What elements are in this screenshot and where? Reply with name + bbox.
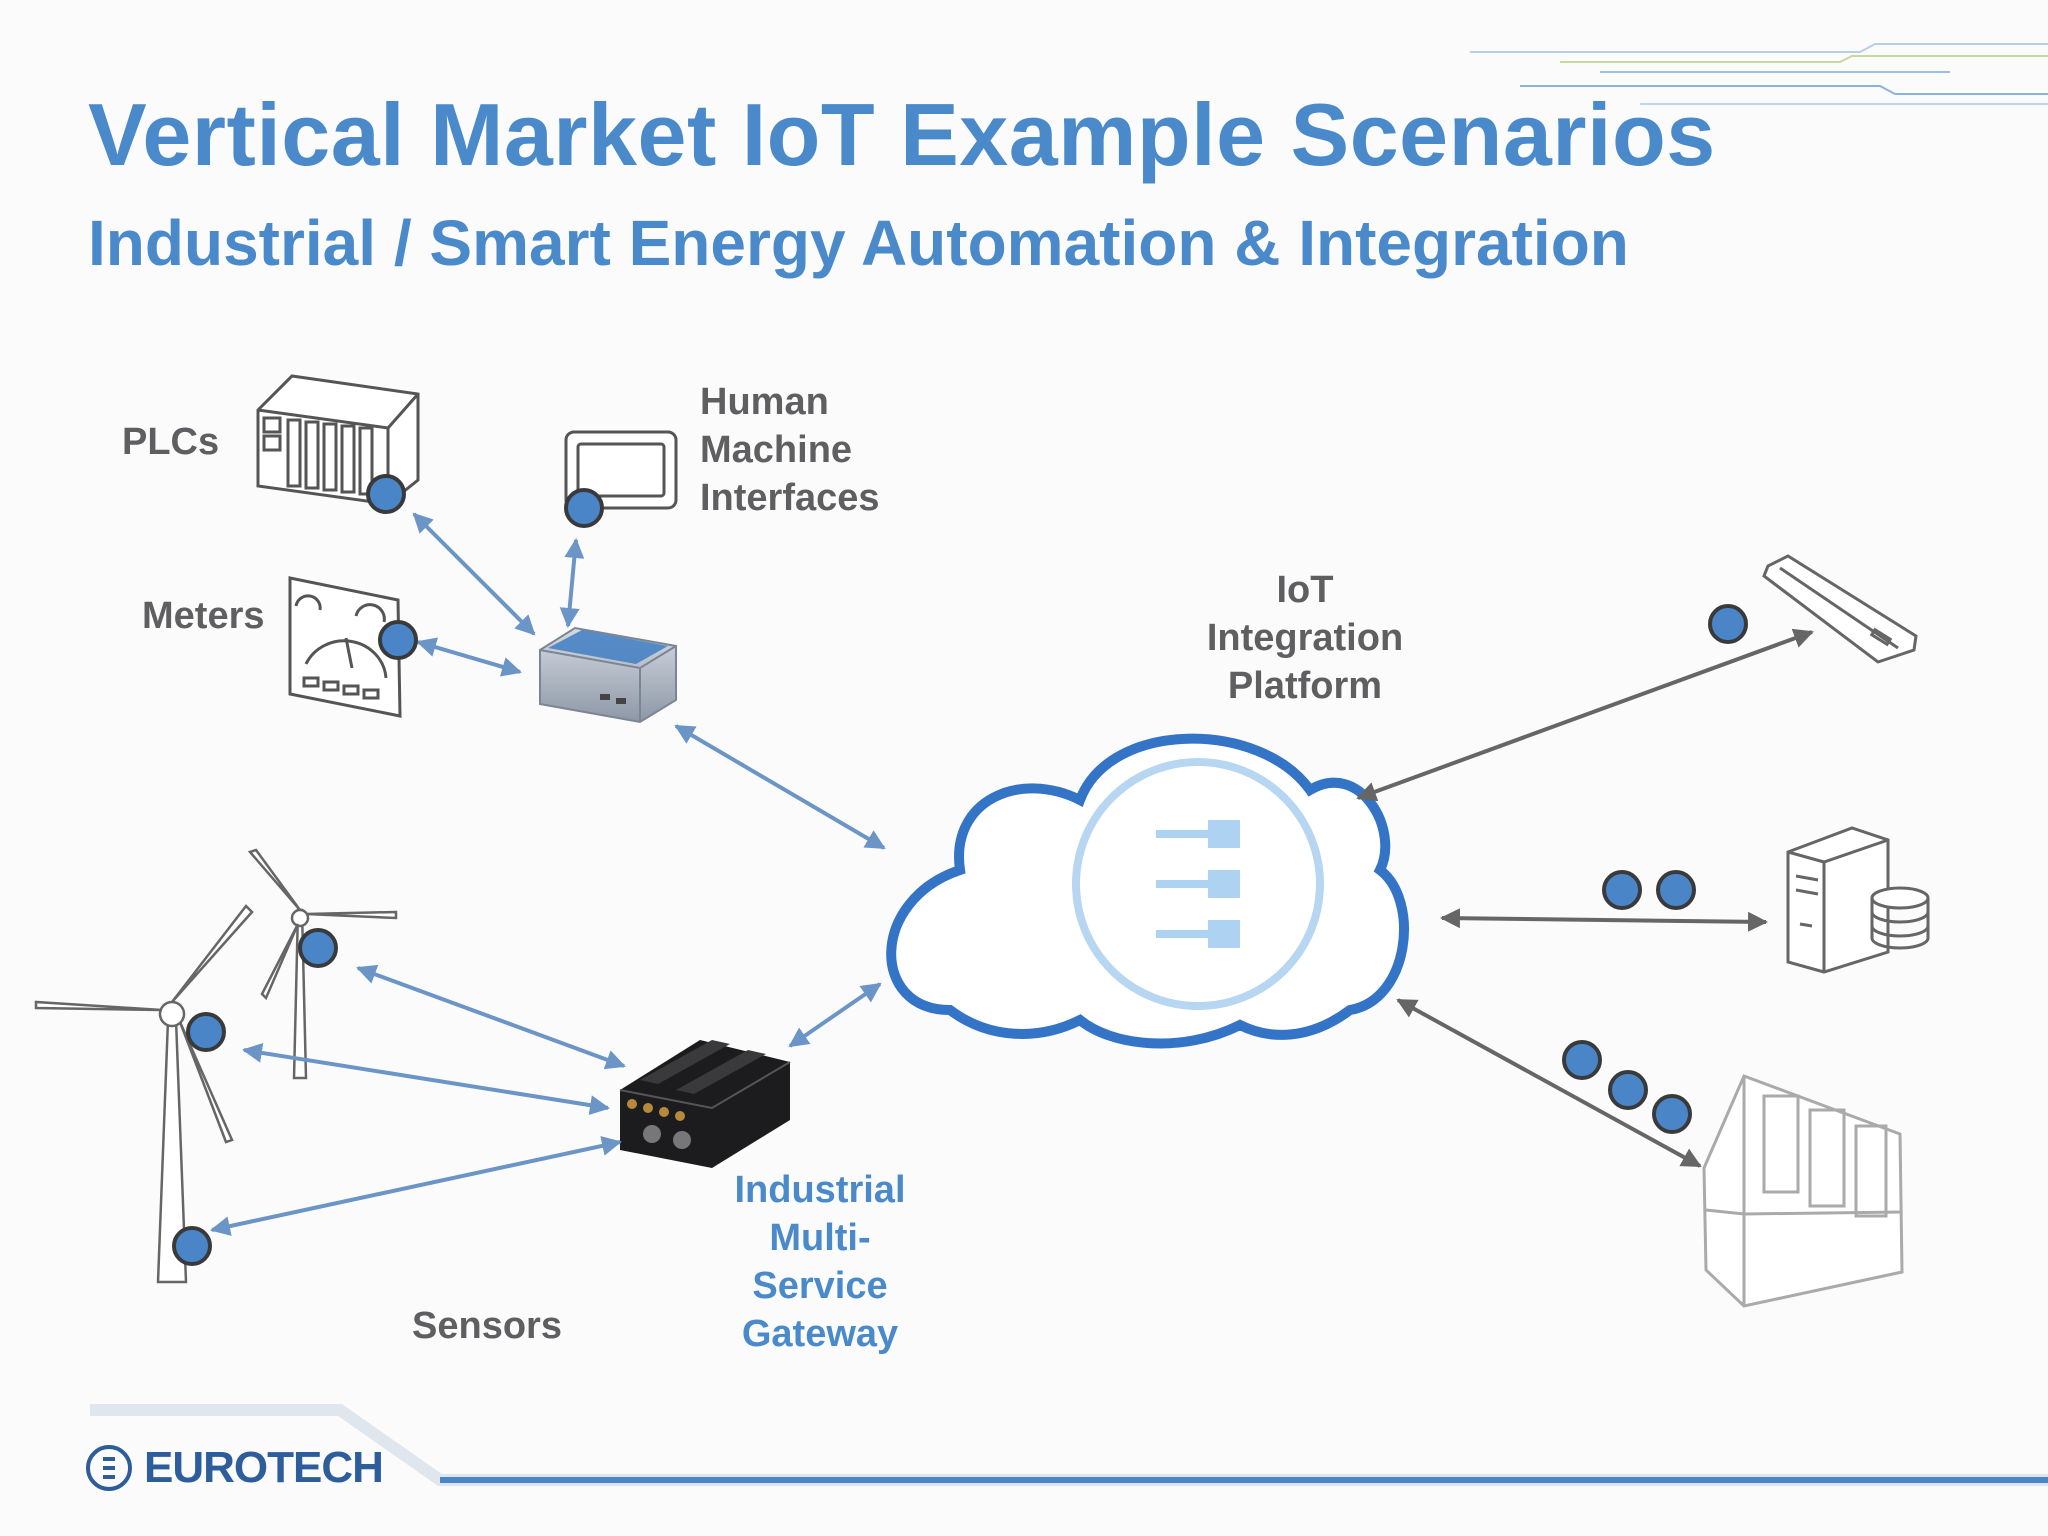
label-gateway-line1: Industrial [734,1169,906,1211]
industrial-gateway-icon [619,1040,791,1168]
eurotech-logo-icon [86,1445,132,1491]
arrow-industrial-cloud [788,982,882,1048]
plc-icon [256,374,420,506]
label-gateway: Industrial Multi- Service Gateway [720,1166,920,1358]
hmi-icon [564,430,678,510]
footer-decoration [90,1404,2048,1486]
dot-turbine-large [186,1012,226,1052]
dot-turbine-small [298,928,338,968]
header-decoration [1470,43,2048,105]
arrows-gray [1356,628,1814,1168]
arrow-meter-gateway [416,637,522,677]
dot-meter [378,620,418,660]
arrow-cloud-building [1396,998,1702,1168]
dot-plc [366,474,406,514]
tablet-icon [1762,554,1918,664]
arrow-cloud-server [1440,908,1768,932]
label-sensors: Sensors [412,1305,562,1347]
label-platform-line2: Integration [1206,617,1404,659]
building-icon [1702,1074,1904,1308]
arrow-turbine2-industrial [242,1042,610,1116]
dot-building-2 [1608,1070,1648,1110]
logo-text: EUROTECH [144,1443,384,1492]
arrow-plc-gateway [412,512,536,636]
label-hmi-line3: Interfaces [700,477,880,519]
meter-icon [288,576,402,718]
wind-turbine-icon [34,848,398,1284]
arrow-cloud-tablet [1356,628,1814,802]
dot-tablet [1708,604,1748,644]
connection-dots [172,474,1748,1266]
edge-gateway-icon [539,626,677,724]
label-plcs: PLCs [122,421,220,463]
page-title: Vertical Market IoT Example Scenarios [88,85,1716,184]
label-gateway-line3: Service [752,1265,888,1307]
page-subtitle: Industrial / Smart Energy Automation & I… [88,207,1629,279]
arrow-turbine1-industrial [356,964,626,1070]
dot-building-1 [1562,1040,1602,1080]
label-hmi-line1: Human [700,381,829,423]
label-meters: Meters [142,595,265,637]
eurotech-logo: EUROTECH [84,1440,384,1496]
dot-building-3 [1652,1094,1692,1134]
label-gateway-line4: Gateway [741,1313,899,1355]
dot-server-2 [1656,870,1696,910]
server-icon [1786,826,1930,974]
arrow-sensor-industrial [210,1136,622,1236]
dot-server-1 [1602,870,1642,910]
label-hmi-line2: Machine [700,429,853,471]
arrow-gateway-cloud [674,724,886,850]
label-platform-line3: Platform [1227,665,1383,707]
label-platform-line1: IoT [1276,569,1334,611]
arrows-blue [210,512,886,1236]
arrow-hmi-gateway [559,538,585,628]
label-platform: IoT Integration Platform [1190,566,1420,710]
label-hmi: Human Machine Interfaces [700,378,880,522]
label-gateway-line2: Multi- [769,1217,871,1259]
iot-cloud-icon [886,733,1409,1049]
dot-hmi [564,488,604,528]
dot-sensor [172,1226,212,1266]
